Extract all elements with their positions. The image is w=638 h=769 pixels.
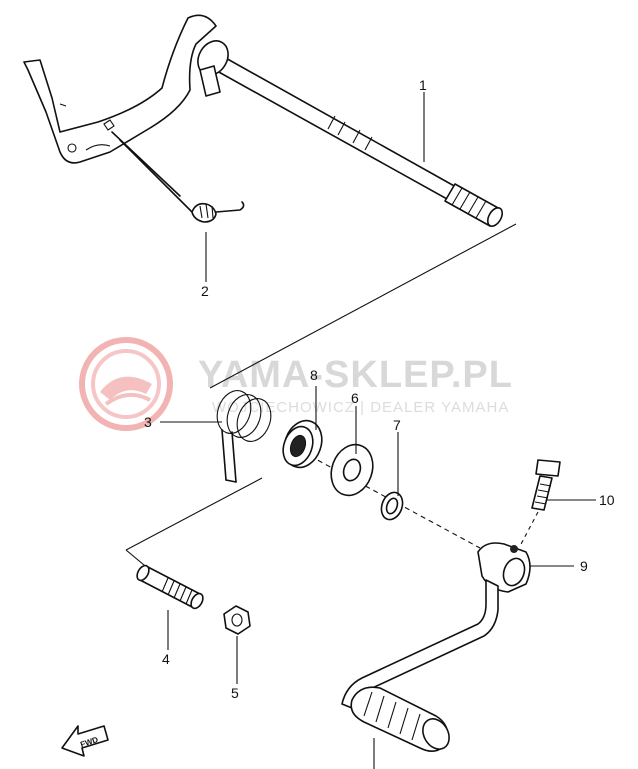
assembly-guide-lines: [125, 223, 517, 571]
stud-bolt: [136, 564, 204, 610]
callout-8: 8: [310, 367, 318, 383]
shift-shaft-assembly: [23, 14, 504, 227]
washer: [330, 443, 374, 497]
watermark: YAMA-SKLEP.PL WOJCIECHOWICZ | DEALER YAM…: [79, 337, 513, 431]
callout-numbers: 1 2 3 4 5 6 7 8 9 10: [144, 77, 615, 701]
bolt: [519, 459, 561, 547]
shift-pedal: [341, 542, 531, 752]
watermark-title: YAMA-SKLEP.PL: [198, 354, 513, 396]
callout-6: 6: [351, 390, 359, 406]
callout-5: 5: [231, 685, 239, 701]
fwd-arrow: FWD: [61, 725, 109, 757]
callout-1: 1: [419, 77, 427, 93]
nut: [223, 605, 251, 635]
watermark-subtitle: WOJCIECHOWICZ | DEALER YAMAHA: [212, 399, 509, 416]
dealer-logo: [79, 337, 173, 431]
spring-clip: [111, 131, 245, 223]
circlip: [380, 491, 404, 521]
callout-3: 3: [144, 414, 152, 430]
torsion-spring: [216, 390, 272, 483]
callout-2: 2: [201, 283, 209, 299]
oil-seal: [282, 419, 323, 469]
callout-9: 9: [580, 558, 588, 574]
callout-leaders: [160, 92, 596, 769]
callout-10: 10: [599, 492, 615, 508]
callout-7: 7: [393, 417, 401, 433]
callout-4: 4: [162, 651, 170, 667]
